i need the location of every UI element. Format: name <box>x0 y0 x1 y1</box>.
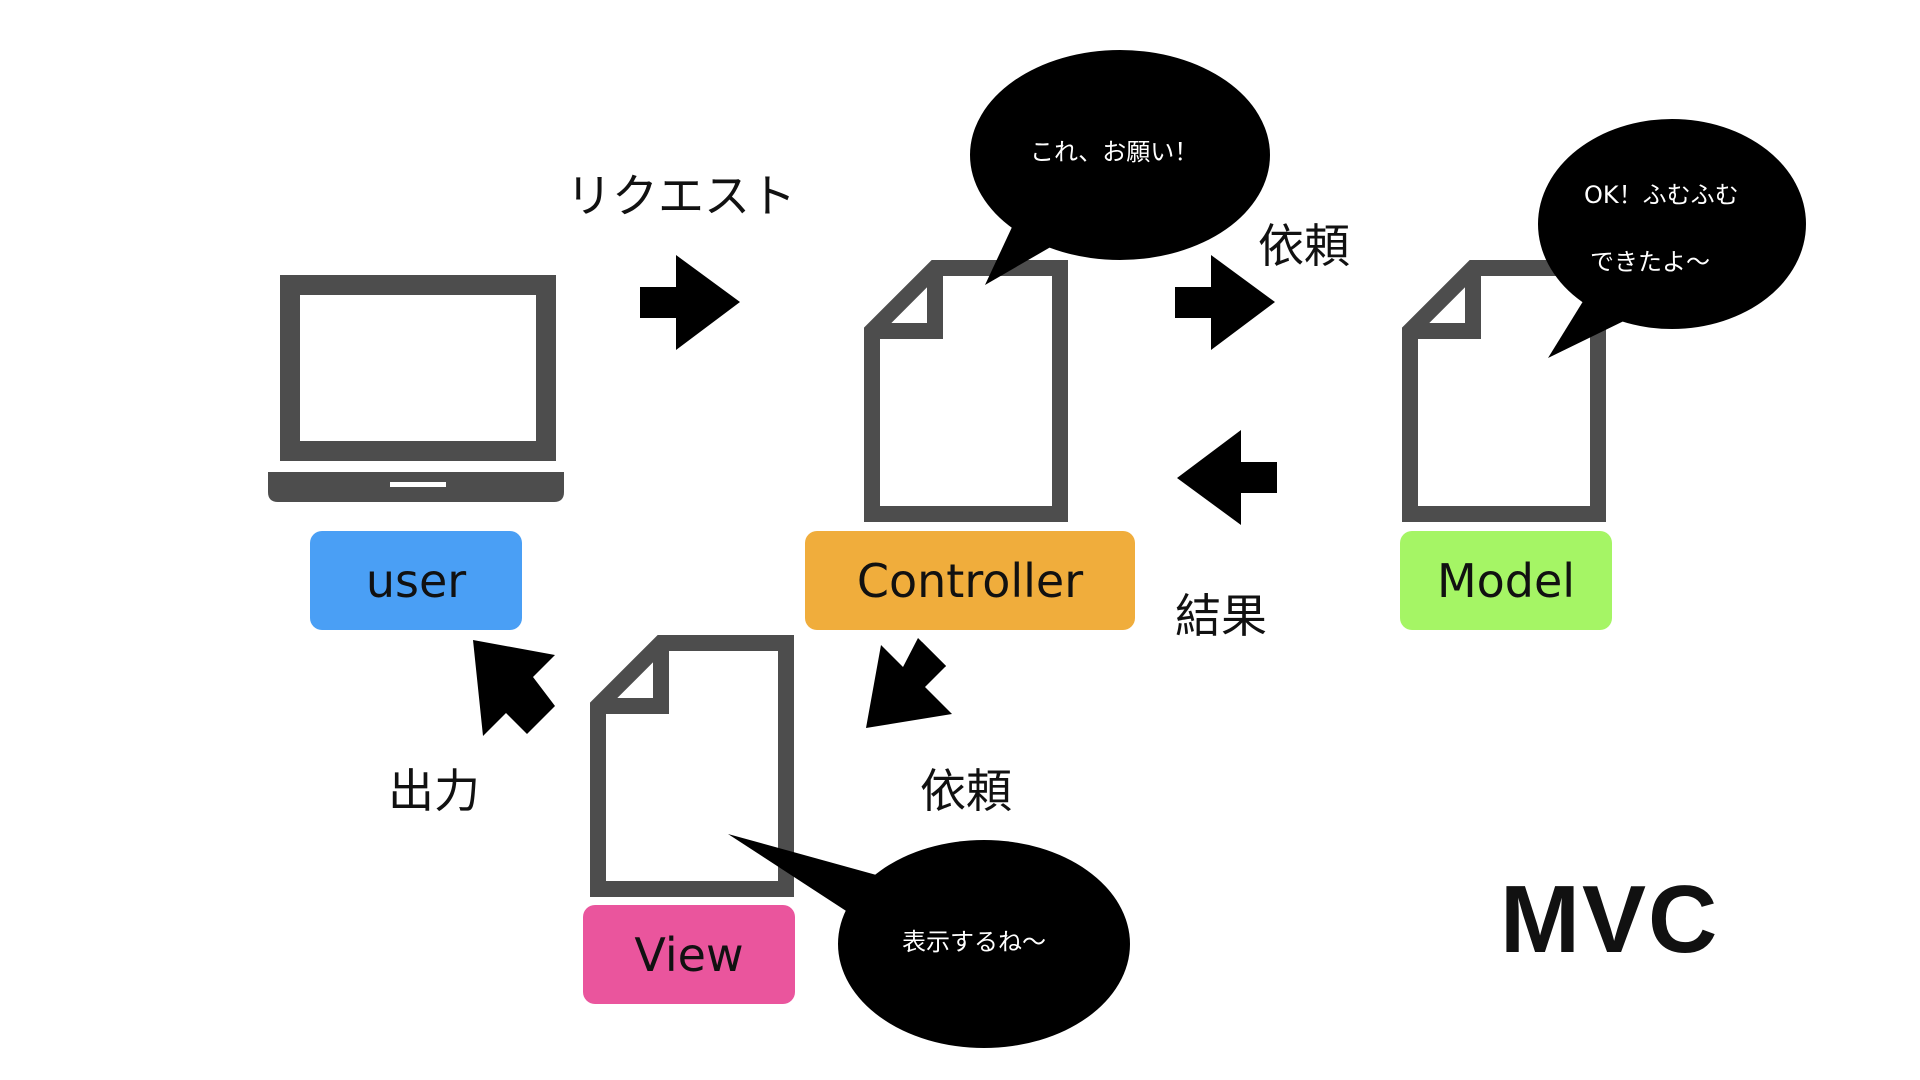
request-arrow-icon <box>640 255 740 350</box>
view-speech-bubble-icon <box>728 834 1130 1048</box>
view-label: View <box>583 905 795 1004</box>
user-label-text: user <box>365 553 467 608</box>
controller-speech-bubble-icon <box>970 50 1270 285</box>
view-bubble-text: 表示するね〜 <box>902 928 1046 956</box>
output-text: 出力 <box>388 764 480 818</box>
laptop-icon <box>268 275 564 502</box>
user-label: user <box>310 531 522 630</box>
model-document-icon <box>1402 260 1606 522</box>
delegate-view-text: 依頼 <box>920 764 1012 818</box>
model-speech-bubble-icon <box>1538 119 1806 358</box>
diagram-title: MVC <box>1500 866 1720 973</box>
model-label: Model <box>1400 531 1612 630</box>
delegate-model-text: 依頼 <box>1258 219 1350 273</box>
model-label-text: Model <box>1436 553 1576 608</box>
controller-document-icon <box>864 260 1068 522</box>
controller-label: Controller <box>805 531 1135 630</box>
request-text: リクエスト <box>566 169 796 223</box>
model-bubble-text-line1: OK！ふむふむ <box>1584 181 1739 209</box>
result-text: 結果 <box>1175 589 1267 643</box>
model-bubble-text-line2: できたよ〜 <box>1590 248 1710 276</box>
controller-bubble-text: これ、お願い！ <box>1030 138 1199 166</box>
controller-label-text: Controller <box>856 553 1084 608</box>
delegate-model-arrow-icon <box>1175 255 1275 350</box>
view-label-text: View <box>634 927 744 982</box>
view-document-icon <box>590 635 794 897</box>
output-arrow-icon <box>473 640 555 736</box>
result-arrow-icon <box>1177 430 1277 525</box>
